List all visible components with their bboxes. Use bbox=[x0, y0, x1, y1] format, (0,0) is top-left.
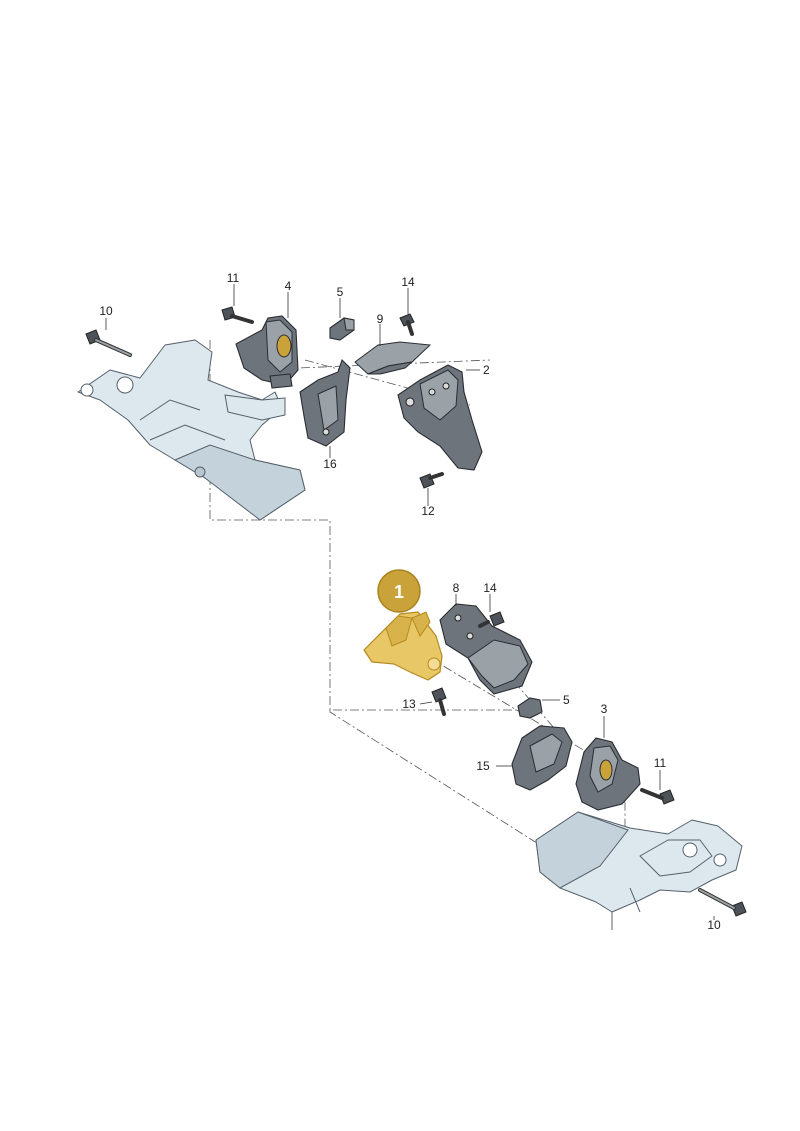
callout-11-upper: 11 bbox=[227, 271, 240, 285]
bolt-12 bbox=[419, 472, 444, 489]
callout-3: 3 bbox=[601, 702, 608, 716]
highlighted-bracket-1 bbox=[363, 611, 443, 681]
bracket-15 bbox=[511, 725, 573, 791]
callout-14-upper: 14 bbox=[401, 275, 415, 289]
callout-5-lower: 5 bbox=[563, 693, 570, 707]
bolt-13 bbox=[431, 687, 447, 716]
callout-9: 9 bbox=[377, 312, 384, 326]
callout-8: 8 bbox=[453, 581, 460, 595]
highlight-badge: 1 bbox=[377, 569, 421, 613]
highlight-badge-label: 1 bbox=[394, 582, 404, 602]
bolt-14-middle bbox=[478, 611, 505, 628]
bracket-2 bbox=[397, 364, 483, 471]
heat-shield-8 bbox=[439, 603, 533, 695]
bolt-14-upper bbox=[399, 313, 415, 336]
bolt-11-upper bbox=[221, 306, 254, 324]
callout-15: 15 bbox=[476, 759, 490, 773]
lower-subframe bbox=[535, 811, 743, 930]
callout-16: 16 bbox=[323, 457, 337, 471]
callout-10-lower: 10 bbox=[707, 918, 721, 932]
bracket-16 bbox=[299, 358, 351, 447]
bolt-10-lower bbox=[698, 888, 747, 917]
callout-5-upper: 5 bbox=[337, 285, 344, 299]
engine-mount-4 bbox=[235, 315, 299, 389]
callout-12: 12 bbox=[421, 504, 435, 518]
bolt-11-lower bbox=[640, 788, 675, 805]
callout-labels: 10 11 4 5 9 14 2 16 12 8 14 5 13 3 15 11… bbox=[99, 271, 721, 932]
leader-lines bbox=[105, 284, 715, 920]
callout-11-lower: 11 bbox=[654, 756, 667, 770]
callout-14-middle: 14 bbox=[483, 581, 497, 595]
engine-mount-3 bbox=[575, 737, 641, 811]
stop-5-upper bbox=[329, 317, 355, 341]
upper-subframe bbox=[77, 339, 306, 521]
callout-10-upper: 10 bbox=[99, 304, 113, 318]
callout-4: 4 bbox=[285, 279, 292, 293]
stop-5-lower bbox=[517, 697, 543, 719]
heat-shield-9 bbox=[354, 341, 432, 375]
callout-2: 2 bbox=[483, 363, 490, 377]
callout-13: 13 bbox=[402, 697, 416, 711]
bolt-10-upper bbox=[85, 329, 132, 357]
